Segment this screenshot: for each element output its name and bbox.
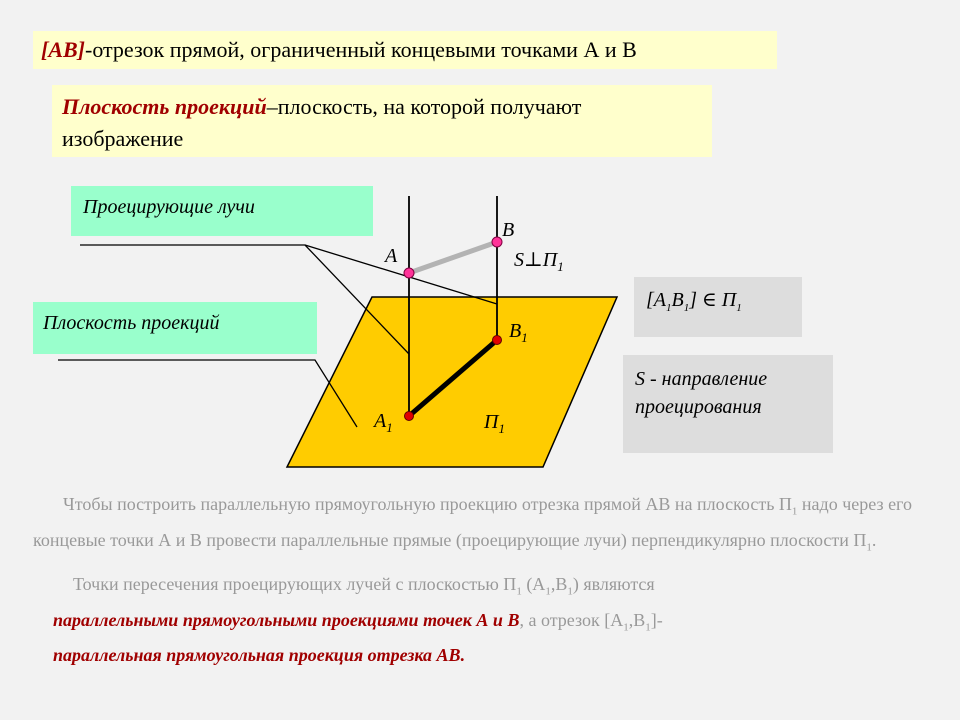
label-s-direction: S⊥П1	[514, 249, 564, 274]
p2-sub-3: 1	[567, 585, 573, 598]
label-s-sub: 1	[557, 259, 564, 274]
p2-sub-4: 1	[623, 621, 629, 634]
rays-leader-line-2	[304, 244, 498, 305]
p1-sub-2: 1	[866, 541, 872, 554]
explanation-paragraph-2: Точки пересечения проецирующих лучей с п…	[53, 570, 913, 669]
point-b	[491, 236, 503, 248]
projection-plane-label: Плоскость проекций	[43, 312, 220, 334]
label-a1-text: A	[372, 410, 387, 432]
plane-leader-line	[58, 359, 358, 428]
point-a1	[404, 411, 414, 421]
p2-sub-2: 1	[545, 585, 551, 598]
p2-text-3: ,В	[550, 574, 568, 594]
title-text: -отрезок прямой, ограниченный концевыми …	[85, 37, 637, 62]
p1-text-3: .	[871, 529, 877, 550]
belongs-open: [A	[646, 289, 666, 311]
label-b1-text: B	[509, 320, 521, 342]
segment-ab	[408, 239, 498, 276]
projecting-rays-label: Проецирующие лучи	[83, 196, 255, 218]
label-b1: B1	[509, 320, 528, 345]
definition-text: –плоскость, на которой получают изображе…	[62, 94, 582, 151]
label-a: A	[383, 245, 398, 267]
p2-sub-5: 1	[645, 621, 651, 634]
p2-accent-2: параллельная прямоугольная проекция отре…	[53, 645, 466, 666]
belongs-close: ] ∈ П	[689, 289, 737, 311]
label-pi1: П1	[483, 411, 505, 436]
point-b1	[492, 335, 502, 345]
definition-term: Плоскость проекций	[62, 94, 267, 119]
label-a1-sub: 1	[386, 420, 393, 435]
belongs-sub-2: 1	[683, 302, 690, 314]
belongs-sub-3: 1	[736, 302, 742, 314]
projection-direction-callout: S - направление проецирования	[623, 355, 833, 453]
belongs-sub-1: 1	[666, 302, 672, 314]
label-pi-sub: 1	[498, 421, 505, 436]
p1-text-1: Чтобы построить параллельную прямоугольн…	[63, 494, 792, 514]
definition-box: Плоскость проекций–плоскость, на которой…	[52, 85, 712, 157]
p2-text-2: (А	[521, 574, 546, 594]
p2-sub-1: 1	[516, 585, 522, 598]
label-b: B	[502, 219, 514, 241]
p2-accent-1: параллельными прямоугольными проекциями …	[53, 609, 520, 630]
label-b1-sub: 1	[521, 330, 528, 345]
segment-a1b1	[407, 338, 499, 418]
title-segment-notation: [AB]	[41, 37, 85, 62]
label-pi-text: П	[483, 411, 500, 433]
p2-text-1: Точки пересечения проецирующих лучей с п…	[73, 574, 517, 594]
point-a	[403, 267, 415, 279]
p2-text-6: ,В	[628, 609, 646, 630]
label-s-text: S⊥П	[514, 249, 559, 271]
projection-plane-callout: Плоскость проекций	[33, 302, 317, 354]
p2-text-5: , а отрезок [А	[519, 609, 624, 630]
projecting-rays-callout: Проецирующие лучи	[71, 186, 373, 236]
belongs-mid: B	[671, 289, 684, 311]
explanation-paragraph-1: Чтобы построить параллельную прямоугольн…	[33, 490, 913, 561]
projection-direction-label: S - направление проецирования	[635, 368, 768, 418]
title-box: [AB]-отрезок прямой, ограниченный концев…	[33, 31, 777, 69]
p1-sub-1: 1	[791, 505, 798, 518]
p2-text-7: ]-	[650, 609, 663, 630]
label-a1: A1	[372, 410, 393, 435]
segment-belongs-callout: [A1B1] ∈ П1	[634, 277, 802, 337]
p1-text-2: надо через его концевые точки А и В пров…	[33, 494, 912, 550]
p2-text-4: ) являются	[572, 574, 655, 594]
